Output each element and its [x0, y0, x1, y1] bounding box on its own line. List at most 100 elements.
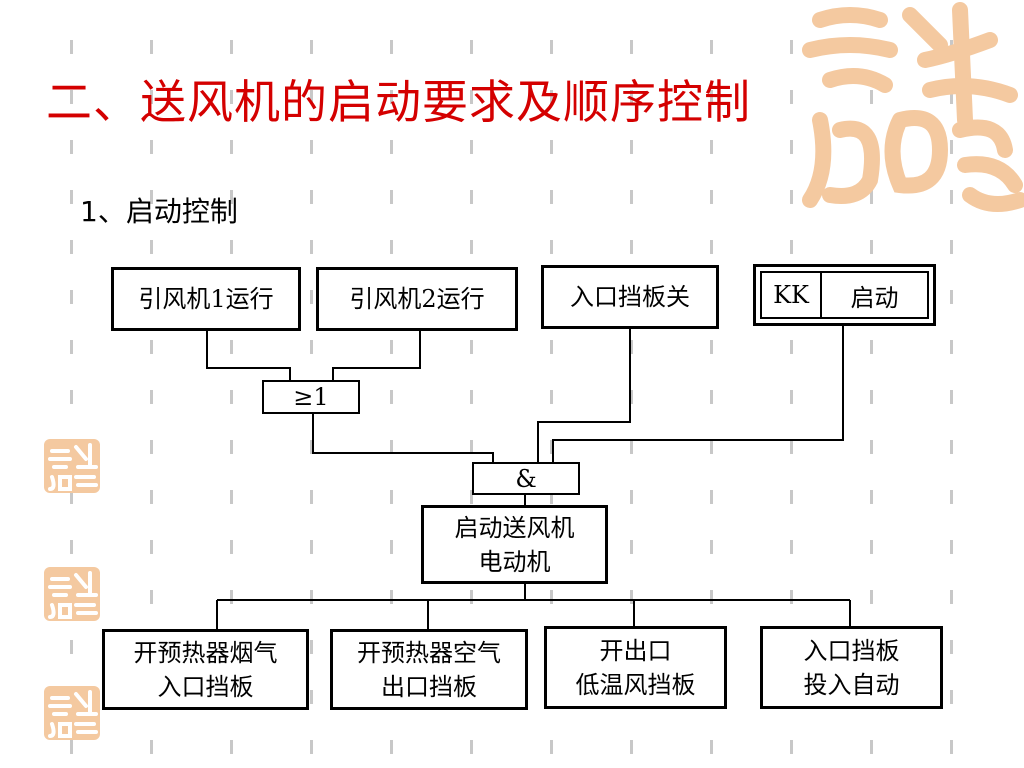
guide-dash	[710, 540, 713, 554]
guide-dash	[470, 190, 473, 204]
guide-dash	[710, 240, 713, 254]
guide-dash	[230, 340, 233, 354]
guide-dash	[630, 240, 633, 254]
guide-dash	[70, 140, 73, 154]
guide-dash	[550, 440, 553, 454]
guide-dash	[390, 740, 393, 754]
guide-dash	[950, 290, 953, 304]
guide-dash	[470, 440, 473, 454]
and-gate: &	[472, 462, 580, 495]
output-1-line-2: 入口挡板	[157, 672, 254, 701]
output-outlet-low-temp-damper: 开出口 低温风挡板	[544, 626, 727, 709]
guide-dash	[470, 340, 473, 354]
guide-dash	[710, 140, 713, 154]
guide-dash	[70, 90, 73, 104]
guide-dash	[550, 190, 553, 204]
guide-dash	[550, 40, 553, 54]
guide-dash	[310, 540, 313, 554]
guide-dash	[230, 540, 233, 554]
or-gate-label: ≥1	[293, 383, 329, 411]
guide-dash	[790, 90, 793, 104]
guide-dash	[150, 740, 153, 754]
guide-dash	[390, 340, 393, 354]
guide-dash	[950, 240, 953, 254]
guide-dash	[150, 240, 153, 254]
auspicious-seal-icon	[44, 567, 100, 621]
guide-dash	[870, 390, 873, 404]
guide-dash	[950, 740, 953, 754]
guide-dash	[470, 490, 473, 504]
guide-dash	[390, 440, 393, 454]
guide-dash	[470, 390, 473, 404]
guide-dash	[550, 90, 553, 104]
guide-dash	[390, 190, 393, 204]
guide-dash	[870, 90, 873, 104]
guide-dash	[950, 590, 953, 604]
guide-dash	[310, 140, 313, 154]
guide-dash	[390, 590, 393, 604]
guide-dash	[70, 390, 73, 404]
guide-dash	[70, 740, 73, 754]
guide-dash	[630, 40, 633, 54]
output-inlet-damper-auto: 入口挡板 投入自动	[760, 626, 943, 709]
guide-dash	[870, 190, 873, 204]
guide-dash	[150, 140, 153, 154]
guide-dash	[310, 590, 313, 604]
guide-dash	[230, 490, 233, 504]
guide-dash	[630, 540, 633, 554]
or-gate: ≥1	[262, 380, 360, 414]
guide-dash	[870, 490, 873, 504]
auspicious-seal-icon	[44, 686, 100, 740]
guide-dash	[70, 490, 73, 504]
guide-dash	[310, 290, 313, 304]
guide-dash	[630, 140, 633, 154]
guide-dash	[390, 90, 393, 104]
guide-dash	[950, 640, 953, 654]
guide-dash	[870, 340, 873, 354]
guide-dash	[630, 190, 633, 204]
guide-dash	[550, 740, 553, 754]
guide-dash	[390, 140, 393, 154]
guide-dash	[70, 240, 73, 254]
guide-dash	[230, 40, 233, 54]
output-4-line-1: 入口挡板	[803, 636, 900, 665]
guide-dash	[390, 490, 393, 504]
guide-dash	[390, 40, 393, 54]
guide-dash	[710, 590, 713, 604]
guide-dash	[150, 340, 153, 354]
guide-dash	[950, 390, 953, 404]
input-fan1-label: 引风机1运行	[138, 285, 274, 313]
auspicious-seal-icon	[44, 439, 100, 493]
guide-dash	[70, 540, 73, 554]
guide-dash	[310, 90, 313, 104]
slide-title: 二、送风机的启动要求及顺序控制	[46, 75, 751, 129]
guide-dash	[550, 390, 553, 404]
guide-dash	[150, 90, 153, 104]
guide-dash	[70, 290, 73, 304]
guide-dash	[230, 240, 233, 254]
guide-dash	[310, 340, 313, 354]
guide-dash	[790, 540, 793, 554]
guide-dash	[630, 590, 633, 604]
guide-dash	[70, 640, 73, 654]
guide-dash	[470, 90, 473, 104]
guide-dash	[710, 40, 713, 54]
guide-dash	[150, 590, 153, 604]
guide-dash	[230, 390, 233, 404]
guide-dash	[70, 340, 73, 354]
output-2-line-1: 开预热器空气	[357, 638, 501, 667]
guide-dash	[470, 590, 473, 604]
kk-start-switch: KK 启动	[753, 264, 936, 326]
guide-dash	[710, 440, 713, 454]
guide-dash	[710, 740, 713, 754]
guide-dash	[390, 390, 393, 404]
guide-dash	[870, 540, 873, 554]
input-inlet-damper-closed: 入口挡板关	[541, 265, 719, 329]
guide-dash	[710, 390, 713, 404]
guide-dash	[950, 340, 953, 354]
guide-dash	[230, 740, 233, 754]
guide-dash	[790, 440, 793, 454]
guide-dash	[630, 490, 633, 504]
auspicious-calligraphy-watermark	[802, 2, 1024, 212]
guide-dash	[470, 40, 473, 54]
